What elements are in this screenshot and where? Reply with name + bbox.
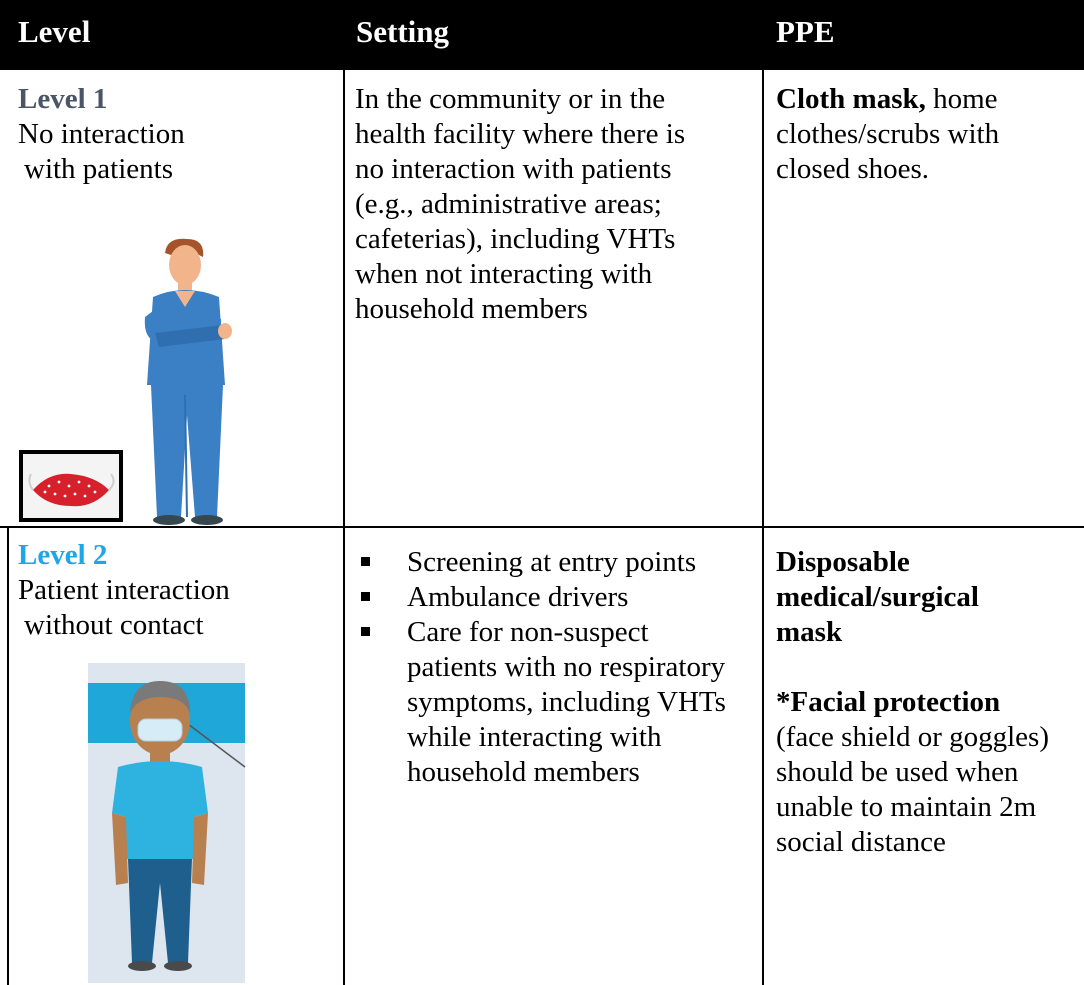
ppe-item-surgical-mask: medical/surgical <box>776 581 979 613</box>
ppe-item-surgical-mask: Disposable <box>776 546 910 578</box>
header-setting: Setting <box>356 14 449 49</box>
ppe-line: should be used when <box>776 756 1019 788</box>
row1-level-cell: Level 1 No interaction with patients <box>18 82 185 187</box>
row1-ppe-cell: Cloth mask, home clothes/scrubs with clo… <box>776 82 999 187</box>
bullet-text: Ambulance drivers <box>407 581 629 613</box>
ppe-line: closed shoes. <box>776 153 930 185</box>
ppe-text: home <box>925 83 998 115</box>
setting-line: household members <box>355 293 588 325</box>
ppe-item-cloth-mask: Cloth mask, <box>776 83 926 115</box>
level-1-desc-line: with patients <box>24 153 174 185</box>
bullet-text: while interacting with <box>407 721 662 753</box>
list-item: Care for non-suspect patients with no re… <box>355 615 726 790</box>
level-1-title: Level 1 <box>18 83 108 115</box>
setting-line: In the community or in the <box>355 83 666 115</box>
list-item: Screening at entry points <box>355 545 726 580</box>
ppe-item-facial-protection: *Facial protection <box>776 686 1001 718</box>
ppe-line: (face shield or goggles) <box>776 721 1049 753</box>
bullet-text: Care for non-suspect <box>407 616 649 648</box>
row2-ppe-cell: Disposable medical/surgical mask *Facial… <box>776 545 1049 860</box>
level-2-desc-line: without contact <box>24 609 204 641</box>
health-worker-arms-crossed-illustration <box>144 238 232 525</box>
header-level: Level <box>18 14 91 49</box>
bullet-text: patients with no respiratory <box>407 651 726 683</box>
list-item: Ambulance drivers <box>355 580 726 615</box>
ppe-line: clothes/scrubs with <box>776 118 1000 150</box>
bullet-text: Screening at entry points <box>407 546 697 578</box>
row-divider <box>0 526 1084 528</box>
setting-line: cafeterias), including VHTs <box>355 223 676 255</box>
cloth-mask-icon <box>19 450 123 522</box>
setting-line: no interaction with patients <box>355 153 672 185</box>
setting-line: when not interacting with <box>355 258 653 290</box>
bullet-text: household members <box>407 756 640 788</box>
ppe-line: unable to maintain 2m <box>776 791 1037 823</box>
ppe-item-surgical-mask: mask <box>776 616 843 648</box>
header-ppe: PPE <box>776 14 835 49</box>
row1-setting-cell: In the community or in the health facili… <box>355 82 685 327</box>
left-border <box>7 528 9 985</box>
row2-setting-bullets: Screening at entry points Ambulance driv… <box>355 545 726 790</box>
level-1-desc-line: No interaction <box>18 118 185 150</box>
masked-health-worker-illustration <box>88 663 246 983</box>
ppe-line: social distance <box>776 826 946 858</box>
level-2-title: Level 2 <box>18 539 108 571</box>
table-header: Level Setting PPE <box>0 0 1084 70</box>
setting-line: (e.g., administrative areas; <box>355 188 662 220</box>
bullet-text: symptoms, including VHTs <box>407 686 726 718</box>
level-2-desc-line: Patient interaction <box>18 574 230 606</box>
setting-line: health facility where there is <box>355 118 686 150</box>
row2-level-cell: Level 2 Patient interaction without cont… <box>18 538 230 643</box>
